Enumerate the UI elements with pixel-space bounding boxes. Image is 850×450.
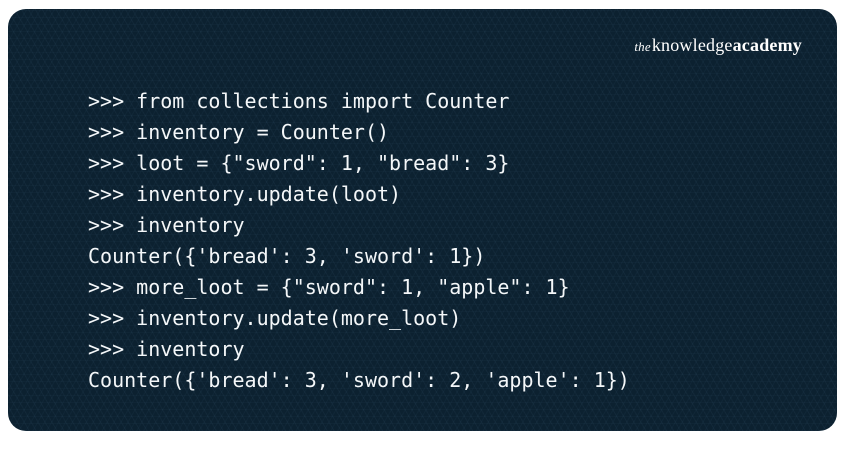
code-line: >>> inventory	[88, 337, 245, 361]
code-line: >>> inventory.update(loot)	[88, 182, 402, 206]
knowledge-academy-logo: theknowledgeacademy	[634, 35, 802, 57]
code-line: Counter({'bread': 3, 'sword': 2, 'apple'…	[88, 368, 630, 392]
logo-word-the: the	[634, 39, 651, 54]
logo-word-knowledge: knowledge	[651, 35, 733, 55]
code-line: >>> inventory = Counter()	[88, 120, 390, 144]
python-repl-code-block: >>> from collections import Counter >>> i…	[88, 86, 630, 396]
code-line: >>> more_loot = {"sword": 1, "apple": 1}	[88, 275, 570, 299]
code-line: Counter({'bread': 3, 'sword': 1})	[88, 244, 486, 268]
code-line: >>> inventory	[88, 213, 245, 237]
code-line: >>> loot = {"sword": 1, "bread": 3}	[88, 151, 510, 175]
code-line: >>> from collections import Counter	[88, 89, 510, 113]
terminal-card: theknowledgeacademy >>> from collections…	[8, 9, 837, 431]
code-line: >>> inventory.update(more_loot)	[88, 306, 462, 330]
logo-word-academy: academy	[732, 35, 802, 55]
